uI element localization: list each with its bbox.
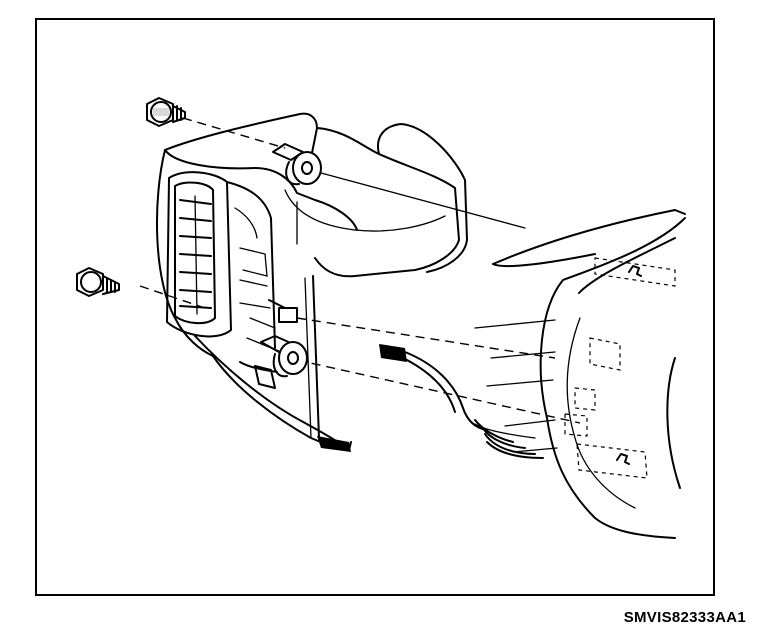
- figure-code: SMVIS82333AA1: [623, 609, 746, 626]
- screw-icon: [146, 97, 186, 127]
- screw-icon: [76, 267, 120, 297]
- connector-icon: [379, 344, 488, 431]
- retaining-clip: [268, 299, 298, 323]
- instrument-panel: [474, 209, 686, 539]
- vent-louvres: [179, 195, 212, 315]
- trim-panel-bezel: [155, 112, 468, 452]
- panel-clip-slots: [564, 257, 676, 479]
- alignment-guides: [139, 117, 581, 424]
- exploded-view-diagram: [35, 18, 715, 596]
- lower-grommet: [254, 335, 308, 389]
- upper-grommet: [272, 143, 322, 186]
- wiring-harness: [474, 419, 544, 459]
